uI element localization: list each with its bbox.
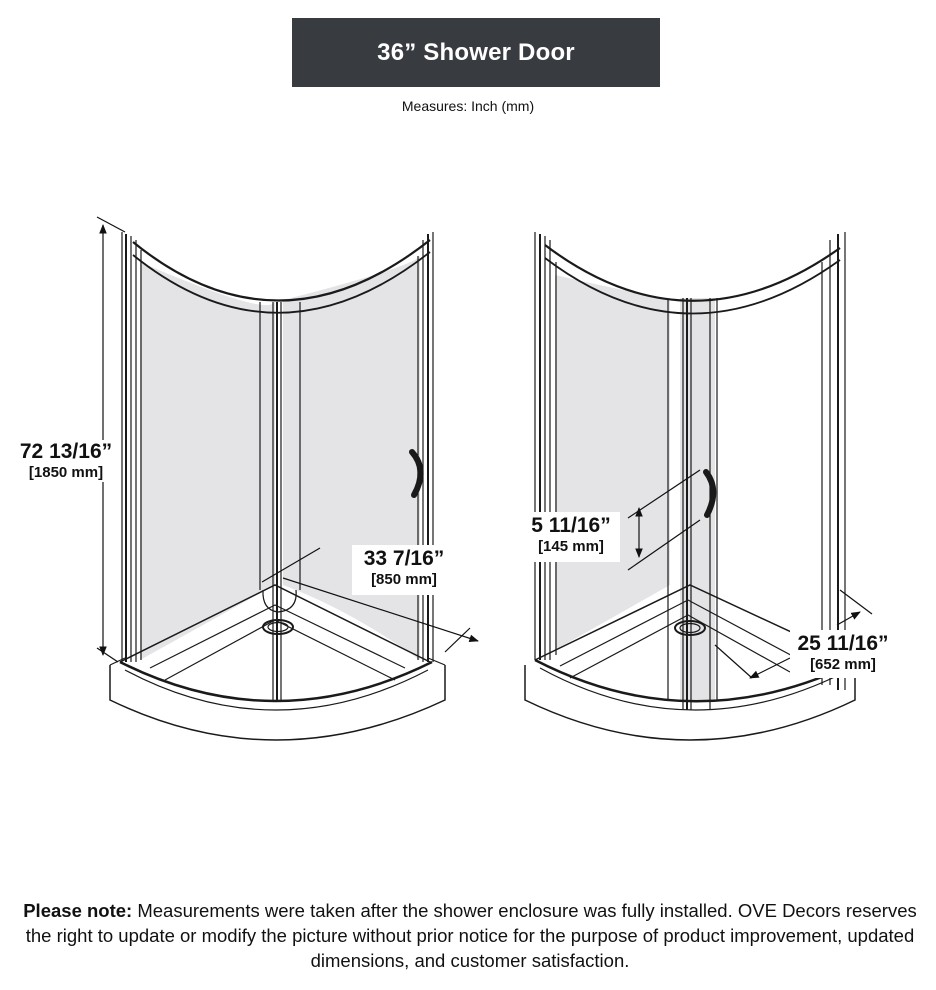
depth-label: 33 7/16” [850 mm]: [352, 545, 456, 595]
depth-dimension-line: [261, 547, 479, 653]
depth-mm: [850 mm]: [371, 571, 437, 589]
handle-length-inch: 5 11/16”: [531, 514, 611, 537]
depth-inch: 33 7/16”: [363, 547, 445, 570]
note-text: Measurements were taken after the shower…: [25, 900, 917, 971]
height-inch: 72 13/16”: [19, 440, 113, 463]
height-mm: [1850 mm]: [28, 464, 104, 482]
door-opening-inch: 25 11/16”: [797, 632, 889, 655]
door-opening-label: 25 11/16” [652 mm]: [790, 630, 896, 678]
note-label: Please note:: [23, 900, 133, 921]
handle-dimension-line: [627, 469, 701, 571]
title-banner: 36” Shower Door: [292, 18, 660, 87]
closed-shower-drawing: [109, 232, 446, 741]
disclaimer-note: Please note: Measurements were taken aft…: [20, 898, 920, 973]
door-opening-mm: [652 mm]: [810, 656, 876, 674]
handle-length-mm: [145 mm]: [538, 538, 604, 556]
handle-length-label: 5 11/16” [145 mm]: [522, 512, 620, 562]
opening-dimension-line: [714, 589, 873, 679]
page-title: 36” Shower Door: [377, 38, 575, 66]
units-caption: Measures: Inch (mm): [401, 98, 535, 114]
height-label: 72 13/16” [1850 mm]: [14, 440, 118, 482]
